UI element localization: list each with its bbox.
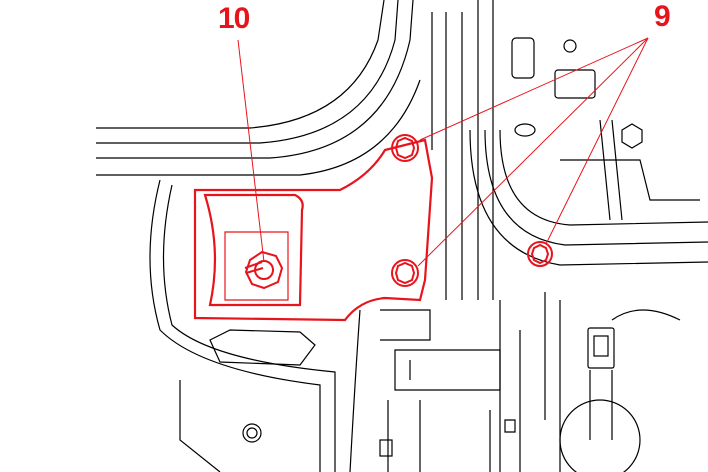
leader-9c [545,37,649,245]
leader-10 [237,39,265,263]
highlighted-bracket [193,138,434,322]
callout-10-label: 10 [218,2,250,35]
leader-lines [237,37,649,267]
bolt-9-lower [391,259,419,287]
bolt-9-right [527,241,553,267]
background-structure [96,0,708,472]
leader-9a [419,37,649,141]
callout-9-label: 9 [654,0,671,33]
leader-9b [417,37,649,267]
bolt-9-upper [391,134,419,162]
